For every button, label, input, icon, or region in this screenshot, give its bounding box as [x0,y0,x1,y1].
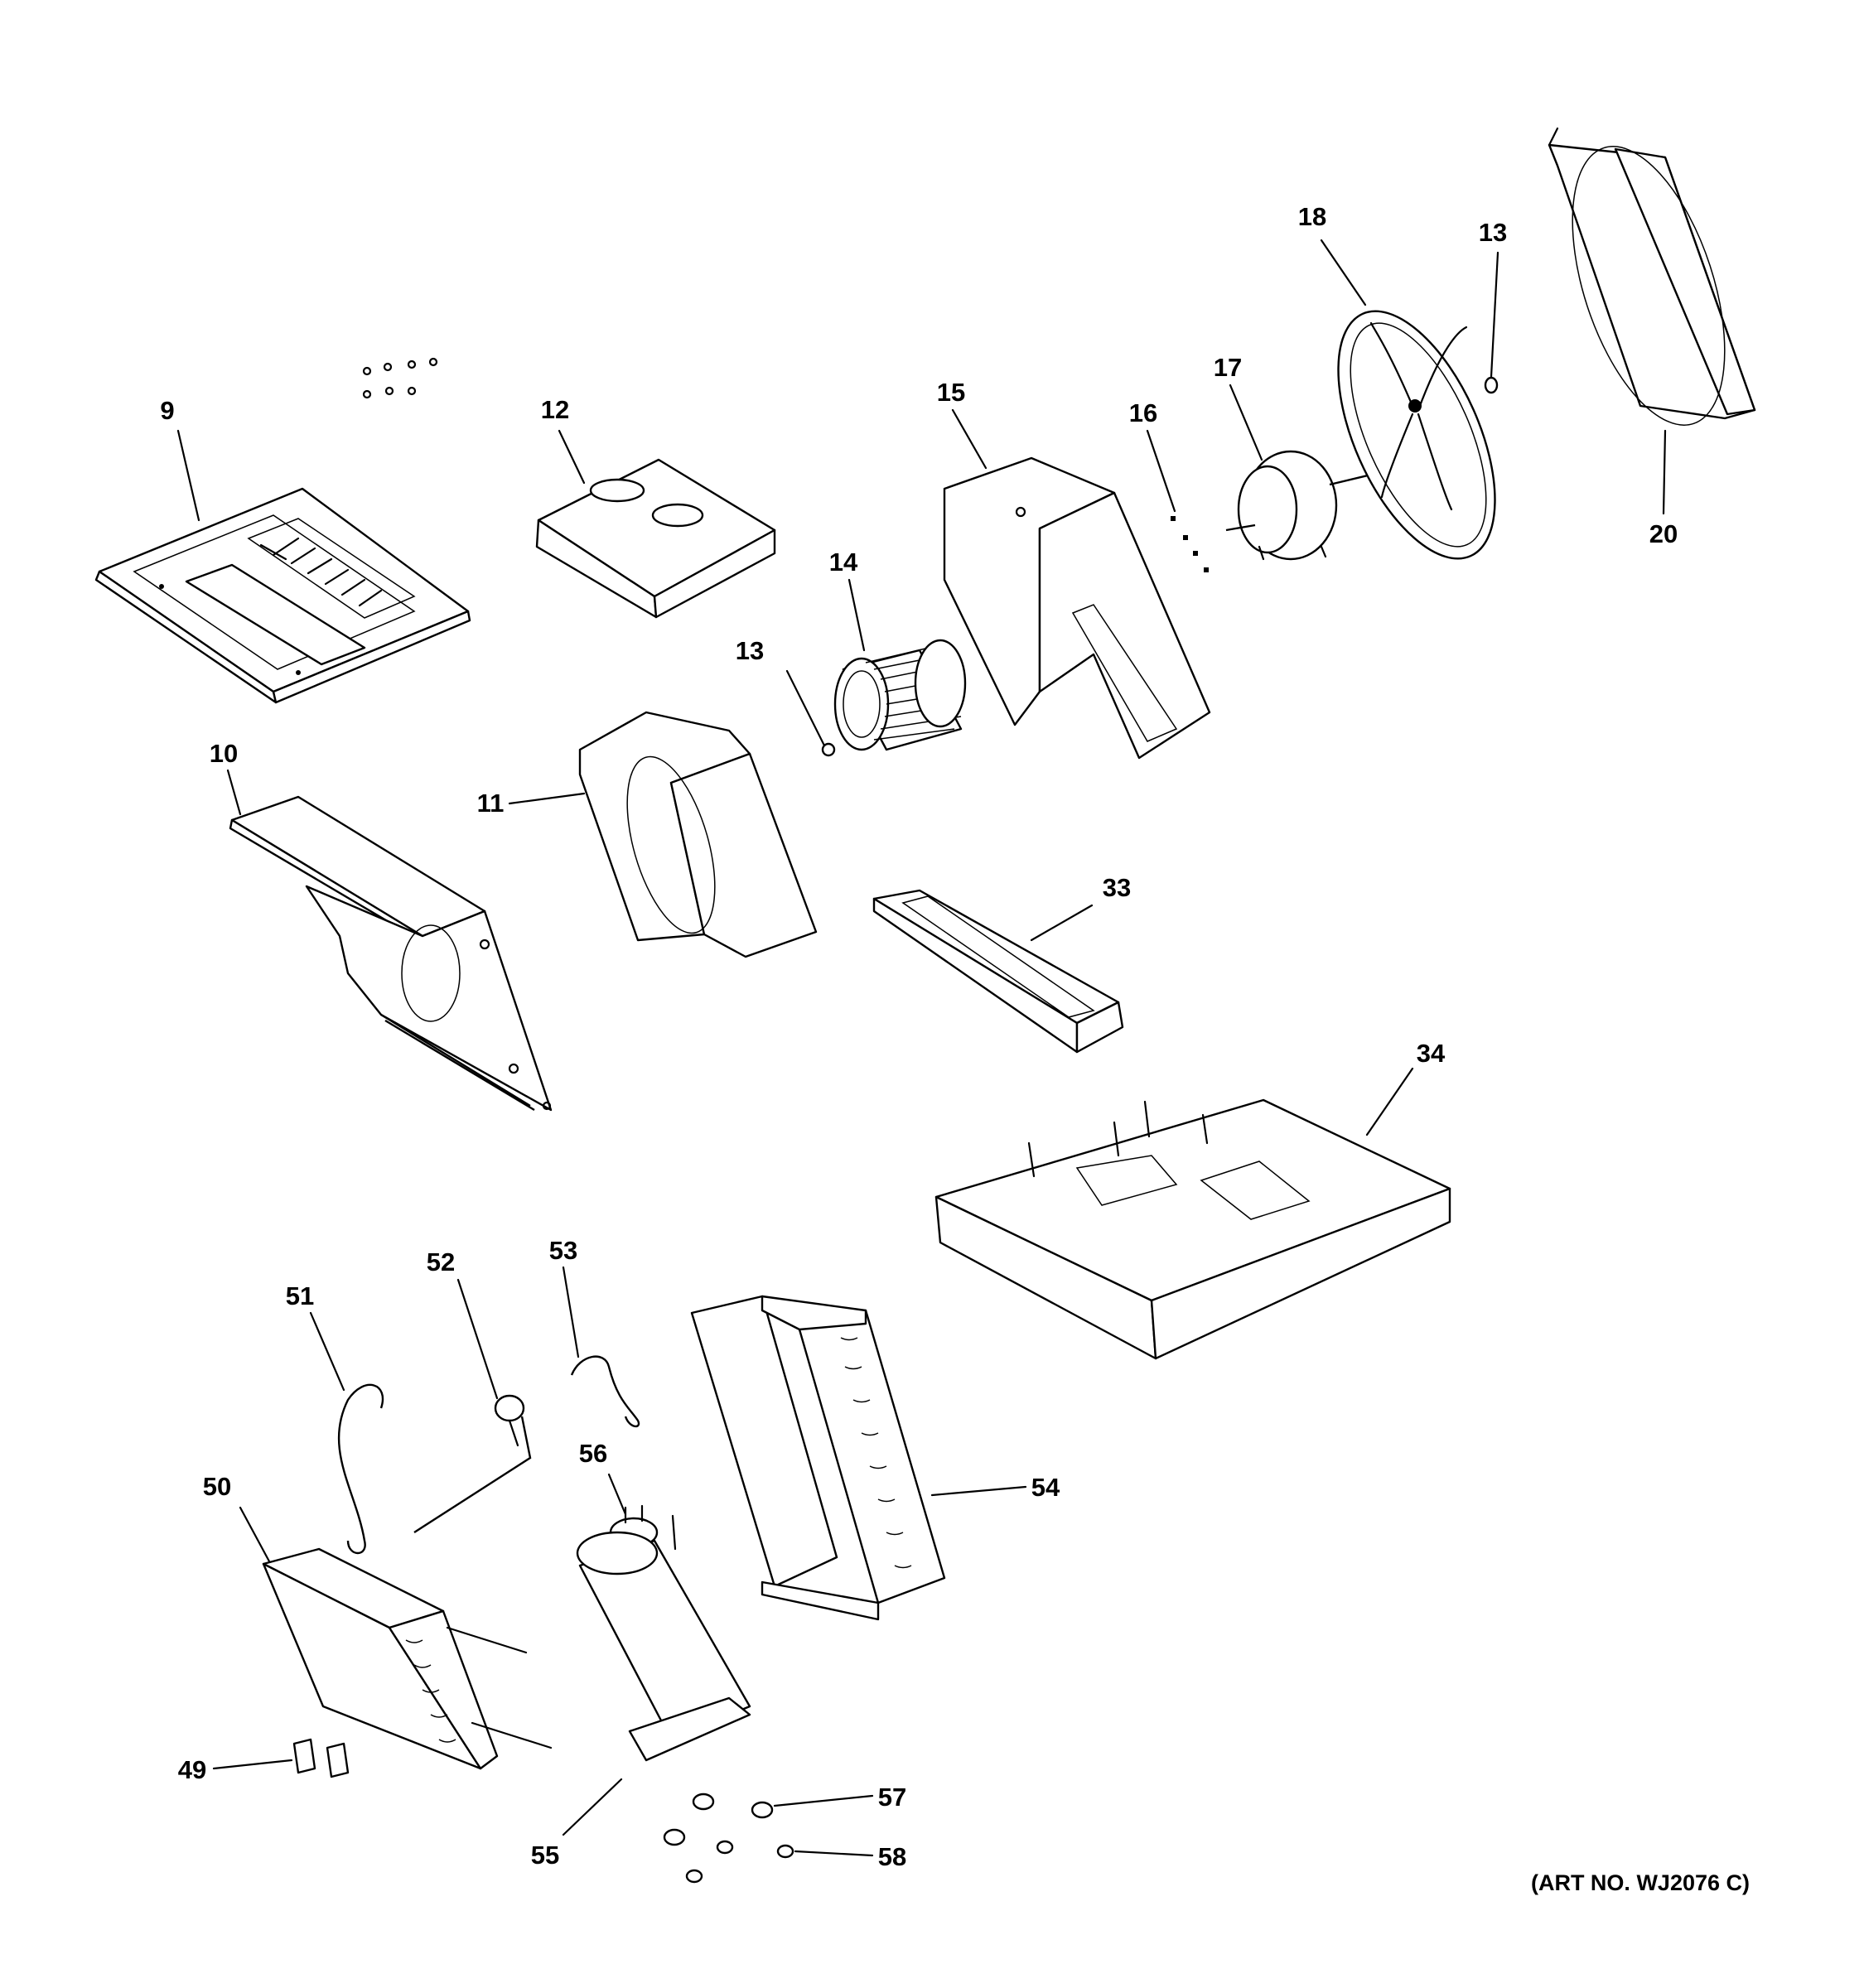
part-20-orifice-panel [1548,127,1756,426]
part-17-fan-motor [1225,450,1372,561]
part-9-top-panel [94,357,471,704]
callout-13-lower: 13 [736,636,764,665]
callout-14: 14 [829,548,858,577]
callout-16: 16 [1129,398,1157,427]
part-10-bulkhead [229,795,553,1112]
callout-50: 50 [203,1472,231,1501]
part-34-base-pan [934,1098,1451,1360]
callout-9: 9 [160,396,174,425]
callout-58: 58 [878,1842,906,1871]
part-49-brackets [292,1738,350,1778]
screws [362,357,438,399]
callout-10: 10 [210,739,238,768]
part-33-drain-tray [872,889,1124,1054]
callout-11: 11 [477,789,505,818]
part-51-tube [337,1383,384,1555]
callout-56: 56 [579,1439,607,1468]
callout-18: 18 [1298,202,1326,231]
callout-33: 33 [1103,873,1131,902]
callout-55: 55 [531,1841,559,1870]
part-58-washers [685,1840,794,1884]
callout-labels: 9 10 11 12 13 13 14 15 16 17 18 20 33 34… [160,202,1678,1871]
part-11-blower-housing [578,711,818,958]
part-14-blower-wheel [833,639,967,751]
part-12-shroud [535,458,776,619]
callout-12: 12 [541,395,569,424]
part-55-compressor [576,1514,751,1762]
part-18-condenser-fan [1337,310,1496,560]
callout-20: 20 [1649,519,1678,548]
leader-lines [176,239,1667,1857]
art-number: (ART NO. WJ2076 C) [1531,1870,1750,1895]
part-53-tube [570,1355,640,1428]
part-50-condenser-coil [262,1547,553,1770]
part-52-thermistor [413,1394,532,1534]
callout-17: 17 [1214,353,1242,382]
callout-15: 15 [937,378,965,407]
callout-34: 34 [1417,1039,1446,1068]
callout-52: 52 [427,1247,455,1276]
part-15-partition [943,456,1211,760]
callout-51: 51 [286,1281,314,1310]
callout-54: 54 [1031,1473,1060,1502]
part-54-evaporator-coil [690,1295,946,1621]
callout-57: 57 [878,1783,906,1812]
part-57-grommets [663,1793,774,1846]
part-13-washer-upper [1484,376,1499,394]
callout-49: 49 [178,1755,206,1784]
part-16-clips [1171,516,1209,572]
part-13-washer-lower [821,742,836,757]
callout-53: 53 [549,1236,577,1265]
callout-13-upper: 13 [1479,218,1507,247]
